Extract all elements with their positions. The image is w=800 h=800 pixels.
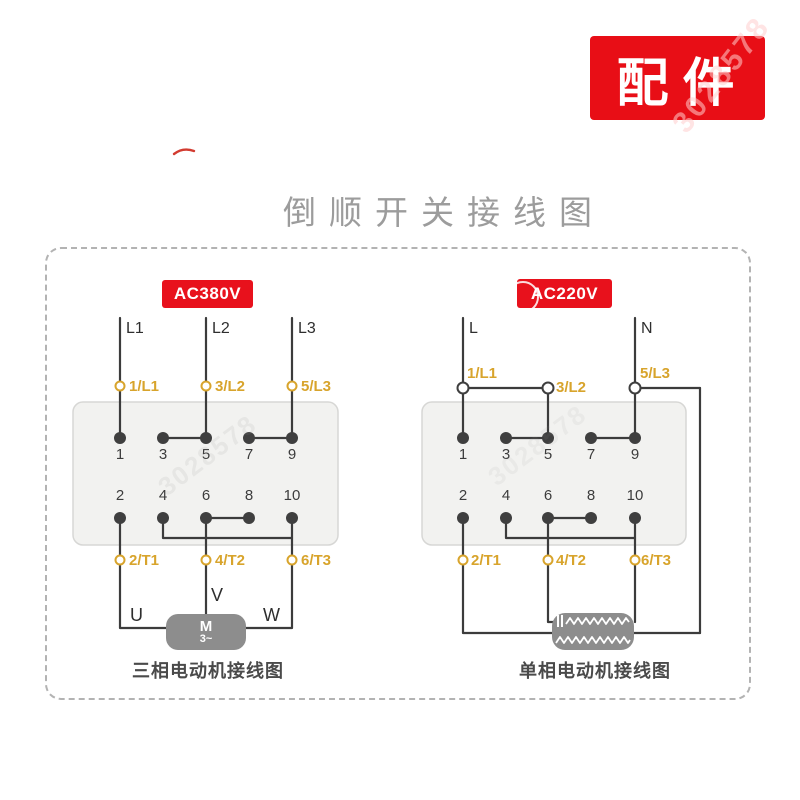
page-title: 倒顺开关接线图 (283, 194, 605, 231)
left-terminal-number-8: 8 (244, 487, 254, 504)
left-bottom-terminal-2t1: 2/T1 (129, 552, 160, 569)
right-bottom-terminal-4t2: 4/T2 (556, 552, 587, 569)
right-terminal-number-9: 9 (630, 446, 640, 463)
white-arc-artifact (507, 281, 539, 313)
left-caption: 三相电动机接线图 (132, 661, 284, 681)
right-top-terminal-3l2: 3/L2 (556, 379, 587, 396)
left-terminal-number-2: 2 (115, 487, 125, 504)
motor-lead-u: U (130, 605, 143, 625)
right-bottom-terminal-6t3: 6/T3 (641, 552, 672, 569)
accessory-badge: 配件 (590, 36, 765, 120)
voltage-badge-ac220v: AC220V (517, 279, 612, 308)
right-caption: 单相电动机接线图 (519, 661, 671, 681)
voltage-badge-ac380v: AC380V (162, 280, 253, 308)
left-phase-l2: L2 (212, 320, 230, 337)
right-terminal-number-8: 8 (586, 487, 596, 504)
left-top-terminal-5l3: 5/L3 (301, 378, 332, 395)
right-top-terminal-5l3: 5/L3 (640, 365, 671, 382)
left-top-terminal-3l2: 3/L2 (215, 378, 246, 395)
right-terminal-number-7: 7 (586, 446, 596, 463)
right-terminal-number-1: 1 (458, 446, 468, 463)
right-bottom-terminal-2t1: 2/T1 (471, 552, 502, 569)
left-terminal-number-3: 3 (158, 446, 168, 463)
left-terminal-number-6: 6 (201, 487, 211, 504)
left-phase-l1: L1 (126, 320, 144, 337)
left-terminal-number-1: 1 (115, 446, 125, 463)
motor-label-m: M (199, 618, 213, 635)
motor-label-3ph: 3~ (199, 633, 213, 645)
right-terminal-number-6: 6 (543, 487, 553, 504)
diagram-panel (45, 247, 751, 700)
left-top-terminal-1l1: 1/L1 (129, 378, 160, 395)
right-terminal-number-2: 2 (458, 487, 468, 504)
motor-lead-w: W (263, 605, 280, 625)
left-phase-l3: L3 (298, 320, 316, 337)
left-terminal-number-7: 7 (244, 446, 254, 463)
right-phase-l: L (469, 320, 478, 337)
motor-lead-v: V (211, 585, 224, 605)
left-terminal-number-9: 9 (287, 446, 297, 463)
right-terminal-number-10: 10 (626, 487, 644, 504)
left-bottom-terminal-4t2: 4/T2 (215, 552, 246, 569)
left-terminal-number-10: 10 (283, 487, 301, 504)
right-top-terminal-1l1: 1/L1 (467, 365, 498, 382)
left-bottom-terminal-6t3: 6/T3 (301, 552, 332, 569)
right-phase-n: N (641, 320, 653, 337)
red-swoosh-mark (172, 148, 196, 156)
